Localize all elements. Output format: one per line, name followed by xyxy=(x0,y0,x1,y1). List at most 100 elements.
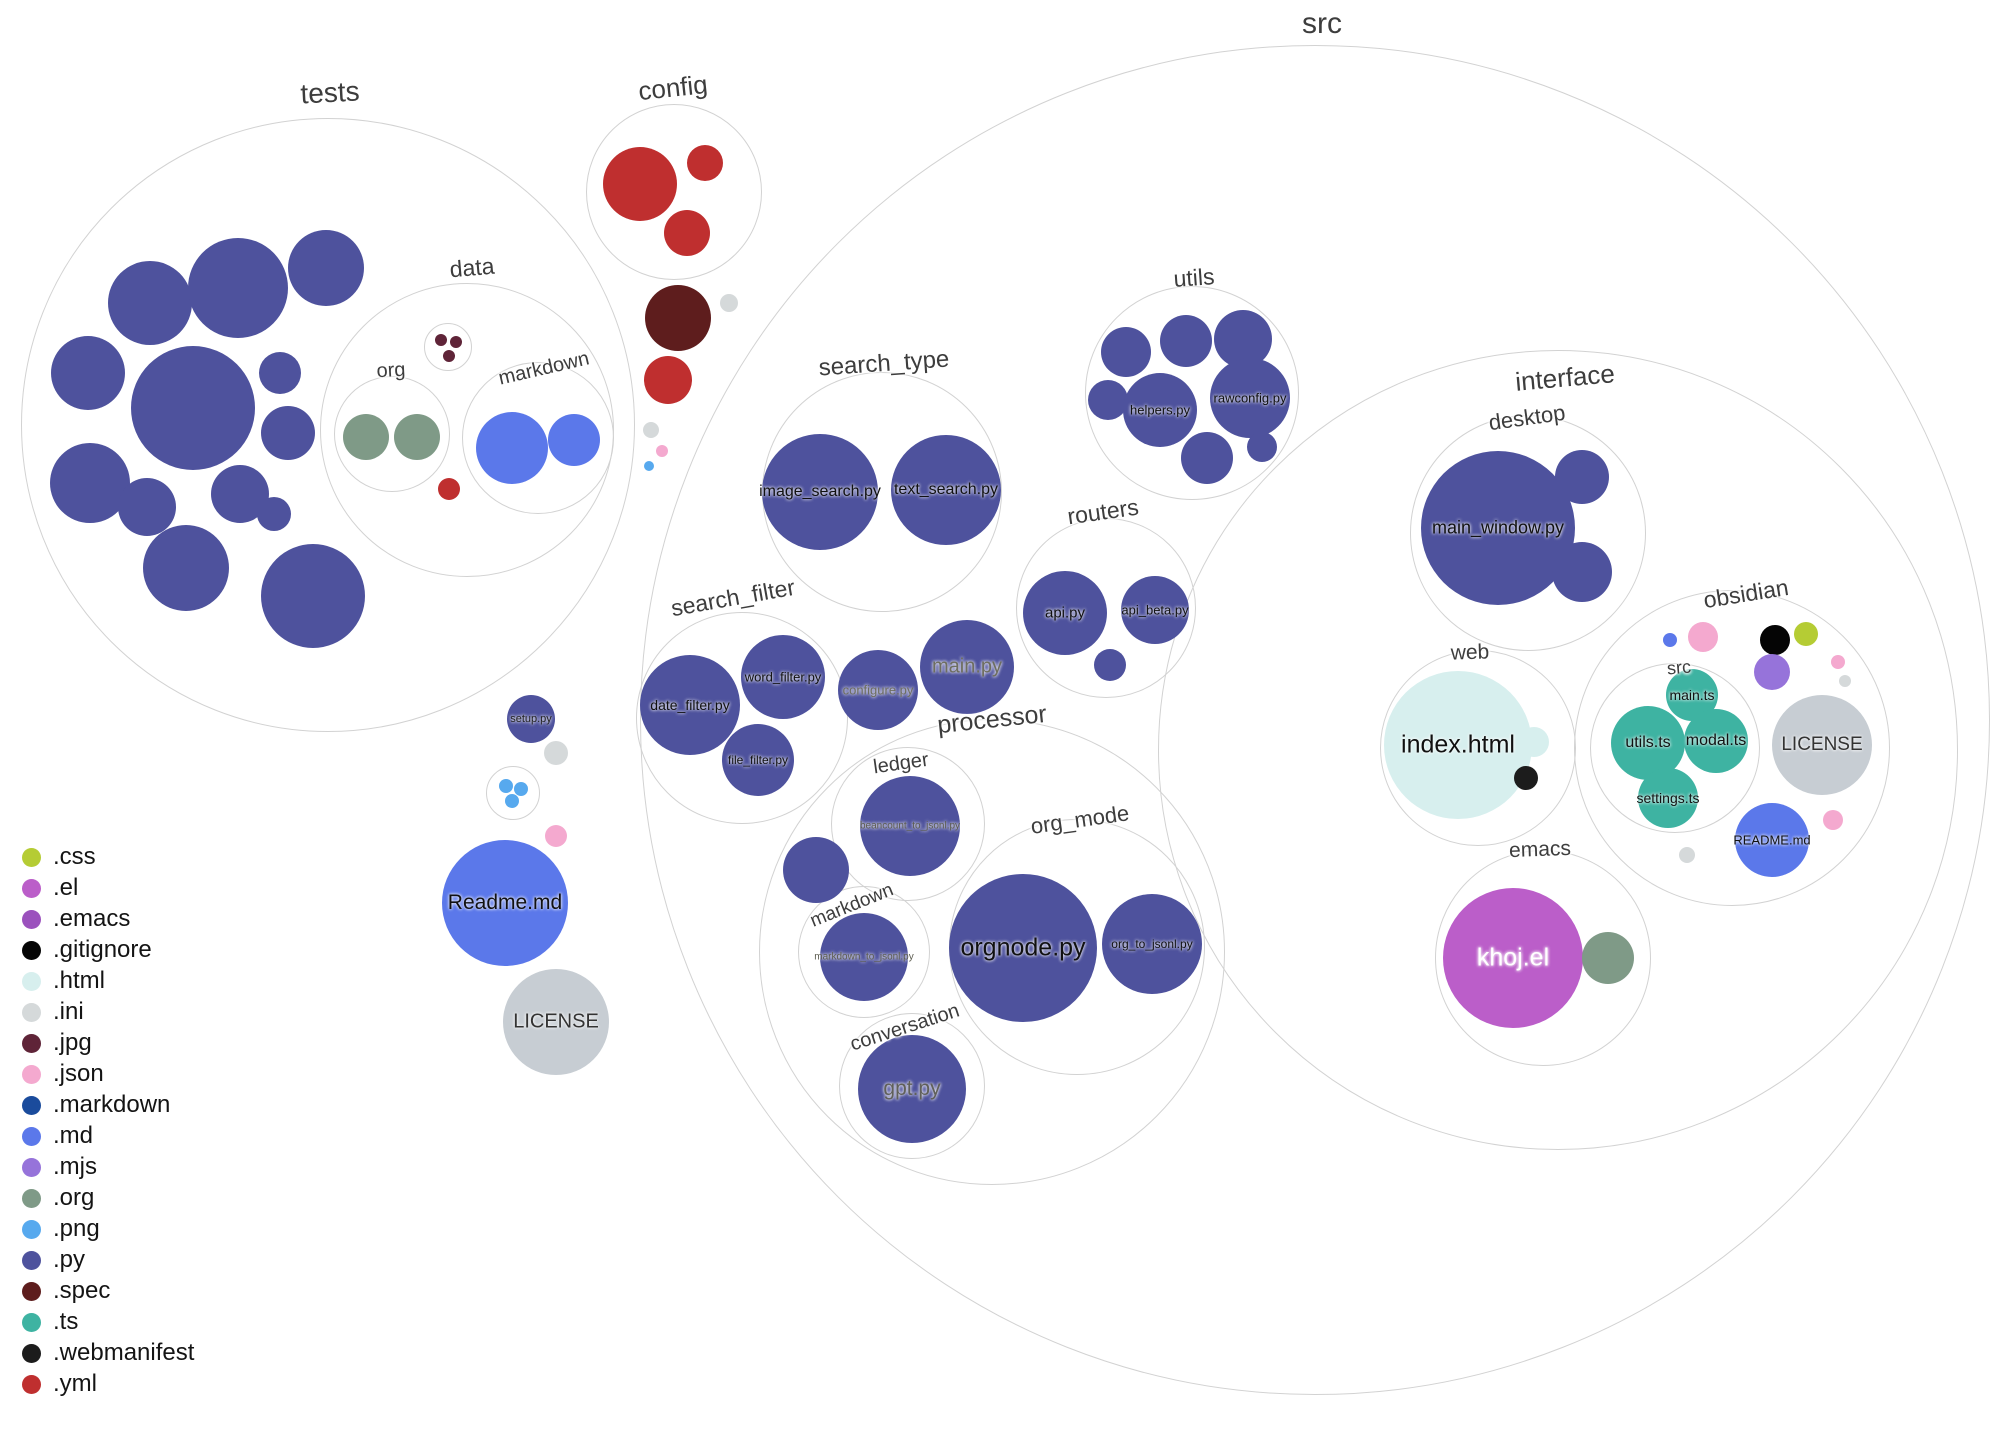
folder-circle-config xyxy=(586,104,762,280)
file-circle-py-49 xyxy=(1247,432,1277,462)
legend-item-md: .md xyxy=(22,1124,194,1148)
folder-label-src: src xyxy=(1302,7,1342,40)
file-circle-png-32 xyxy=(499,779,513,793)
file-circle-png-34 xyxy=(505,794,519,808)
file-circle-py-63 xyxy=(1555,450,1609,504)
file-circle-py-10 xyxy=(143,525,229,611)
file-circle-py-4 xyxy=(131,346,255,470)
file-label-api.py: api.py xyxy=(1044,604,1086,622)
folder-circle-conversation xyxy=(839,1013,985,1159)
legend-color-dot-css xyxy=(22,847,41,867)
legend-label-jpg: .jpg xyxy=(53,1029,92,1056)
file-label-date_filter.py: date_filter.py xyxy=(650,697,730,713)
file-circle-py-5 xyxy=(259,352,301,394)
folder-label-data: data xyxy=(448,252,496,283)
file-label-beancount_to_jsonl.py: beancount_to_jsonl.py xyxy=(859,820,961,832)
legend-color-dot-mjs xyxy=(22,1157,41,1177)
file-circle-khoj.el xyxy=(1443,888,1583,1028)
file-label-modal.ts: modal.ts xyxy=(1685,732,1747,749)
file-label-gpt.py: gpt.py xyxy=(883,1077,941,1100)
folder-label-emacs: emacs xyxy=(1508,836,1572,863)
file-circle-png-33 xyxy=(514,782,528,796)
file-label-Readme.md: Readme.md xyxy=(447,891,563,914)
folder-label-data-org: org xyxy=(375,358,406,383)
file-label-README.md: README.md xyxy=(1733,832,1811,848)
file-circle-orgnode.py xyxy=(949,874,1097,1022)
legend-item-markdown: .markdown xyxy=(22,1093,194,1117)
file-circle-helpers.py xyxy=(1123,373,1197,447)
file-circle-beancount_to_jsonl.py xyxy=(860,776,960,876)
file-circle-json-73 xyxy=(1831,655,1845,669)
file-circle-api_beta.py xyxy=(1121,576,1189,644)
file-circle-py-42 xyxy=(1101,327,1151,377)
file-label-api_beta.py: api_beta.py xyxy=(1121,602,1189,618)
file-circle-utils.ts xyxy=(1611,706,1685,780)
file-circle-modal.ts xyxy=(1684,709,1748,773)
legend-item-html: .html xyxy=(22,969,194,993)
file-circle-ini-31 xyxy=(544,741,568,765)
file-circle-yml-26 xyxy=(644,356,692,404)
folder-circle-utils xyxy=(1085,286,1299,500)
file-circle-Readme.md xyxy=(442,840,568,966)
legend-label-yml: .yml xyxy=(53,1370,97,1397)
file-circle-css-71 xyxy=(1794,622,1818,646)
folder-circle-obsidian-src xyxy=(1590,663,1760,833)
legend-item-ini: .ini xyxy=(22,1000,194,1024)
legend-item-yml: .yml xyxy=(22,1372,194,1396)
file-circle-py-0 xyxy=(108,261,192,345)
file-circle-api.py xyxy=(1023,571,1107,655)
file-circle-org-17 xyxy=(394,414,440,460)
legend-color-dot-ini xyxy=(22,1002,41,1022)
file-circle-py-12 xyxy=(257,497,291,531)
file-circle-py-64 xyxy=(1552,542,1612,602)
folder-circle-data-org xyxy=(334,376,450,492)
legend-label-png: .png xyxy=(53,1215,100,1242)
folder-circle-interface xyxy=(1158,350,1958,1150)
legend-color-dot-png xyxy=(22,1219,41,1239)
legend-item-json: .json xyxy=(22,1062,194,1086)
legend-label-py: .py xyxy=(53,1246,86,1273)
file-circle-LICENSE xyxy=(1772,695,1872,795)
legend-label-spec: .spec xyxy=(53,1277,111,1304)
folder-label-web: web xyxy=(1450,640,1490,665)
file-label-index.html: index.html xyxy=(1401,730,1515,759)
file-label-configure.py: configure.py xyxy=(842,682,914,698)
legend-label-markdown: .markdown xyxy=(53,1091,171,1118)
file-label-main.py: main.py xyxy=(931,655,1003,678)
legend-label-webmanifest: .webmanifest xyxy=(53,1339,195,1366)
folder-circle-obsidian xyxy=(1574,590,1890,906)
legend-color-dot-markdown xyxy=(22,1095,41,1115)
file-circle-README.md xyxy=(1735,803,1809,877)
file-circle-ini-27 xyxy=(643,422,659,438)
file-circle-py-11 xyxy=(261,544,365,648)
legend-label-mjs: .mjs xyxy=(53,1153,97,1180)
file-circle-yml-21 xyxy=(603,147,677,221)
legend-label-md: .md xyxy=(53,1122,94,1149)
file-circle-spec-24 xyxy=(645,285,711,351)
file-circle-json-35 xyxy=(545,825,567,847)
legend-label-el: .el xyxy=(53,874,79,901)
file-circle-org-84 xyxy=(1582,932,1634,984)
legend-color-dot-html xyxy=(22,971,41,991)
file-circle-md-19 xyxy=(548,414,600,466)
file-circle-gpt.py xyxy=(858,1035,966,1143)
file-circle-settings.ts xyxy=(1638,768,1698,828)
legend-color-dot-gitignore xyxy=(22,940,41,960)
file-circle-py-3 xyxy=(51,336,125,410)
file-label-khoj.el: khoj.el xyxy=(1476,943,1550,972)
file-circle-mjs-72 xyxy=(1754,654,1790,690)
file-circle-py-1 xyxy=(188,238,288,338)
file-circle-ini-81 xyxy=(1679,847,1695,863)
legend-color-dot-ts xyxy=(22,1312,41,1332)
file-circle-html-66 xyxy=(1519,727,1549,757)
legend-item-gitignore: .gitignore xyxy=(22,938,194,962)
file-circle-main.py xyxy=(920,620,1014,714)
folder-label-utils: utils xyxy=(1172,263,1216,292)
file-circle-index.html xyxy=(1384,671,1532,819)
legend-color-dot-jpg xyxy=(22,1033,41,1053)
legend-item-webmanifest: .webmanifest xyxy=(22,1341,194,1365)
file-label-utils.ts: utils.ts xyxy=(1625,734,1671,751)
legend-item-el: .el xyxy=(22,876,194,900)
file-circle-ini-74 xyxy=(1839,675,1851,687)
file-label-markdown_to_jsonl.py: markdown_to_jsonl.py xyxy=(814,951,914,963)
